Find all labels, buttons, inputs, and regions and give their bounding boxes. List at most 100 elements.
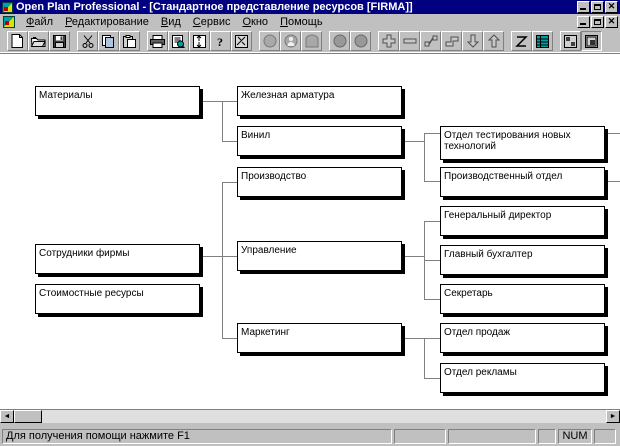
toolbar: ? [0, 30, 620, 53]
menu-item-tools[interactable]: Сервис [192, 15, 231, 28]
menu-item-view[interactable]: Вид [160, 15, 181, 28]
status-pane-2 [448, 429, 536, 444]
resource-circle-icon[interactable] [259, 31, 280, 51]
scroll-right-icon[interactable]: ► [606, 410, 620, 423]
window-title: Open Plan Professional - [Стандартное пр… [16, 1, 413, 13]
diagram-node-proizvodstvennyy-otdel[interactable]: Производственный отдел [440, 167, 605, 197]
menu-item-file[interactable]: Файл [26, 15, 54, 28]
svg-text:?: ? [217, 35, 223, 48]
diagram-node-proizvodstvo[interactable]: Производство [237, 167, 402, 197]
connector-segment [424, 133, 440, 134]
restore-button[interactable] [591, 1, 604, 13]
app-icon[interactable] [2, 1, 13, 13]
connector-segment [222, 256, 237, 257]
fullscreen-icon[interactable] [581, 31, 602, 51]
connector-segment [424, 133, 425, 181]
document-icon[interactable] [3, 16, 15, 28]
resource-shape-icon[interactable] [301, 31, 322, 51]
connector-segment [424, 221, 440, 222]
diagram-node-generalnyy-direktor[interactable]: Генеральный директор [440, 206, 605, 236]
title-bar: Open Plan Professional - [Стандартное пр… [0, 0, 620, 14]
connector-segment [424, 378, 440, 379]
connector-segment [424, 181, 440, 182]
print-preview-icon[interactable] [168, 31, 189, 51]
copy-icon[interactable] [98, 31, 119, 51]
diagram-node-upravlenie[interactable]: Управление [237, 241, 402, 271]
status-bar: Для получения помощи нажмите F1 NUM [0, 424, 620, 446]
node-label: Производственный отдел [444, 171, 563, 182]
add-plus-icon[interactable] [378, 31, 399, 51]
connector-segment [405, 141, 424, 142]
new-file-icon[interactable] [7, 31, 28, 51]
layout-icon[interactable] [560, 31, 581, 51]
scroll-left-icon[interactable]: ◄ [0, 410, 14, 423]
filled-circle-icon[interactable] [329, 31, 350, 51]
scrollbar-track[interactable] [14, 410, 606, 423]
node-label: Управление [241, 245, 297, 256]
table-view-icon[interactable] [532, 31, 553, 51]
move-down-icon[interactable] [462, 31, 483, 51]
mdi-close-button[interactable]: ✕ [605, 16, 618, 28]
node-label: Отдел тестирования новых технологий [444, 130, 571, 152]
mdi-restore-button[interactable] [591, 16, 604, 28]
status-pane-1 [394, 429, 446, 444]
move-up-icon[interactable] [483, 31, 504, 51]
connector-segment [222, 182, 223, 339]
diagram-node-otdel-prodazh[interactable]: Отдел продаж [440, 323, 605, 353]
node-label: Стоимостные ресурсы [39, 288, 144, 299]
print-icon[interactable] [147, 31, 168, 51]
cut-scissors-icon[interactable] [77, 31, 98, 51]
node-label: Сотрудники фирмы [39, 248, 130, 259]
sort-icon[interactable] [189, 31, 210, 51]
mdi-client-area: Материалы Железная арматура Винил Отдел … [0, 53, 620, 409]
connector-segment [424, 299, 440, 300]
diagram-node-marketing[interactable]: Маркетинг [237, 323, 402, 353]
window-controls: ✕ [576, 1, 618, 13]
connector-segment [203, 101, 222, 102]
diagram-node-vinil[interactable]: Винил [237, 126, 402, 156]
diagram-node-sekretar[interactable]: Секретарь [440, 284, 605, 314]
node-label: Отдел продаж [444, 327, 511, 338]
node-label: Отдел рекламы [444, 367, 517, 378]
menu-item-window[interactable]: Окно [242, 15, 269, 28]
diagram-node-otdel-reklamy[interactable]: Отдел рекламы [440, 363, 605, 393]
node-label: Секретарь [444, 288, 493, 299]
resource-breakdown-diagram[interactable]: Материалы Железная арматура Винил Отдел … [0, 54, 620, 409]
connector-segment [222, 101, 237, 102]
connector-segment [424, 260, 440, 261]
menu-item-help[interactable]: Помощь [280, 15, 323, 28]
step-icon[interactable] [441, 31, 462, 51]
link-icon[interactable] [420, 31, 441, 51]
resource-person-icon[interactable] [280, 31, 301, 51]
diagram-node-glavnyy-buhgalter[interactable]: Главный бухгалтер [440, 245, 605, 275]
diagram-node-materialy[interactable]: Материалы [35, 86, 200, 116]
node-label: Железная арматура [241, 90, 335, 101]
save-disk-icon[interactable] [49, 31, 70, 51]
remove-minus-icon[interactable] [399, 31, 420, 51]
mdi-minimize-button[interactable] [577, 16, 590, 28]
node-label: Генеральный директор [444, 210, 552, 221]
menu-item-edit[interactable]: Редактирование [65, 15, 149, 28]
paste-icon[interactable] [119, 31, 140, 51]
node-label: Маркетинг [241, 327, 290, 338]
diagram-node-sotrudniki-firmy[interactable]: Сотрудники фирмы [35, 244, 200, 274]
help-question-icon[interactable]: ? [210, 31, 231, 51]
diagram-node-stoimostnye-resursy[interactable]: Стоимостные ресурсы [35, 284, 200, 314]
mdi-child-controls: ✕ [576, 16, 618, 28]
horizontal-scrollbar[interactable]: ◄ ► [0, 409, 620, 423]
diagram-node-zhel-armatura[interactable]: Железная арматура [237, 86, 402, 116]
node-label: Винил [241, 130, 271, 141]
connector-segment [607, 181, 620, 182]
diagram-node-otdel-testirovaniya[interactable]: Отдел тестирования новых технологий [440, 126, 605, 160]
status-pane-4 [594, 429, 616, 444]
filled-circle-2-icon[interactable] [350, 31, 371, 51]
open-folder-icon[interactable] [28, 31, 49, 51]
close-button[interactable]: ✕ [605, 1, 618, 13]
zigzag-icon[interactable] [511, 31, 532, 51]
find-icon[interactable] [231, 31, 252, 51]
scrollbar-thumb[interactable] [14, 410, 42, 423]
menu-bar: Файл Редактирование Вид Сервис Окно Помо… [0, 14, 620, 30]
connector-segment [222, 182, 237, 183]
minimize-button[interactable] [577, 1, 590, 13]
